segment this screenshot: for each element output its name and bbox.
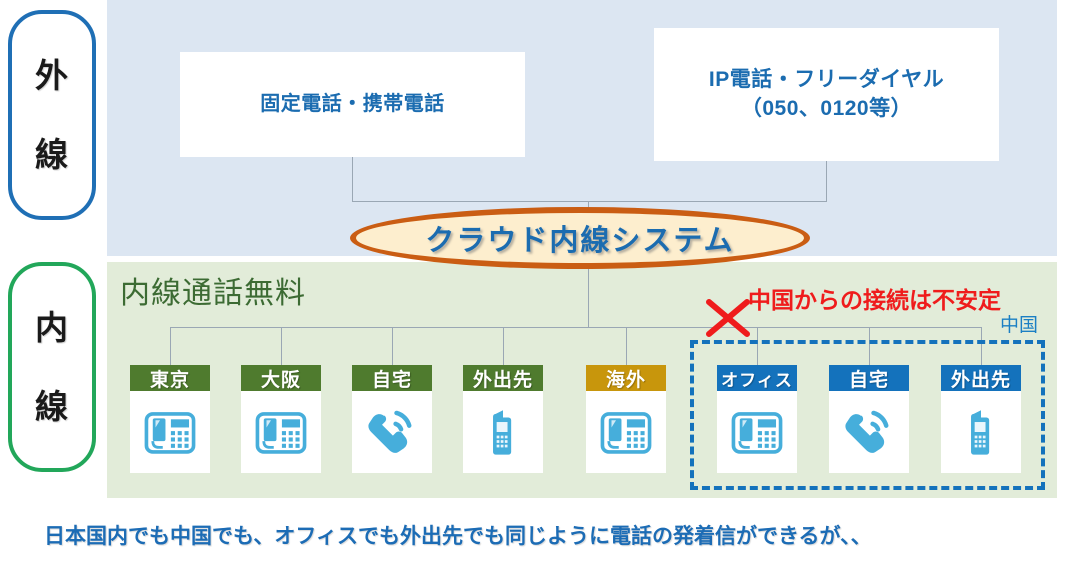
mobile-phone-icon bbox=[493, 410, 512, 455]
device-card-cn-office[interactable]: オフィス bbox=[717, 365, 797, 473]
connector-drop-cn-office bbox=[757, 327, 758, 365]
device-card-caption-cn-office: オフィス bbox=[717, 365, 797, 391]
device-card-cn-outside[interactable]: 外出先 bbox=[941, 365, 1021, 473]
side-label-outer-char-1: 外 bbox=[35, 57, 69, 94]
device-card-caption-cn-outside: 外出先 bbox=[941, 365, 1021, 391]
device-card-caption-tokyo: 東京 bbox=[130, 365, 210, 391]
connector-cloud-down bbox=[588, 269, 589, 327]
handset-waves-icon bbox=[368, 410, 412, 453]
connector-drop-overseas bbox=[626, 327, 627, 365]
china-warning-text: 中国からの接続は不安定 bbox=[748, 287, 1001, 313]
connector-outer-bus bbox=[352, 201, 827, 202]
desk-phone-icon bbox=[731, 412, 783, 454]
side-label-inner-char-2: 線 bbox=[35, 388, 69, 425]
device-card-icon-wrap-cn-office bbox=[717, 391, 797, 473]
device-card-icon-wrap-overseas bbox=[586, 391, 666, 473]
side-label-outer-char-2: 線 bbox=[35, 136, 69, 173]
cloud-pbx-label: クラウド内線システム bbox=[425, 225, 735, 257]
box-ip-phone-label-line2: （050、0120等） bbox=[740, 96, 913, 120]
footer-note: 日本国内でも中国でも、オフィスでも外出先でも同じように電話の発着信ができるが、、 bbox=[44, 525, 872, 548]
device-card-icon-wrap-cn-outside bbox=[941, 391, 1021, 473]
device-card-icon-wrap-outside bbox=[463, 391, 543, 473]
handset-waves-icon bbox=[845, 410, 889, 453]
box-ip-phone: IP電話・フリーダイヤル （050、0120等） bbox=[654, 28, 999, 161]
connector-ip-down bbox=[826, 161, 827, 202]
connector-drop-tokyo bbox=[170, 327, 171, 365]
x-mark-icon bbox=[706, 299, 750, 337]
device-card-icon-wrap-cn-home bbox=[829, 391, 909, 473]
device-card-caption-cn-home: 自宅 bbox=[829, 365, 909, 391]
connector-drop-cn-home bbox=[869, 327, 870, 365]
device-card-caption-outside: 外出先 bbox=[463, 365, 543, 391]
device-card-icon-wrap-osaka bbox=[241, 391, 321, 473]
desk-phone-icon bbox=[144, 412, 196, 454]
connector-distribution-bus bbox=[170, 327, 982, 328]
device-card-caption-overseas: 海外 bbox=[586, 365, 666, 391]
desk-phone-icon bbox=[255, 412, 307, 454]
connector-drop-outside bbox=[503, 327, 504, 365]
device-card-cn-home[interactable]: 自宅 bbox=[829, 365, 909, 473]
inner-section-title: 内線通話無料 bbox=[120, 277, 306, 310]
connector-drop-osaka bbox=[281, 327, 282, 365]
device-card-overseas[interactable]: 海外 bbox=[586, 365, 666, 473]
device-card-osaka[interactable]: 大阪 bbox=[241, 365, 321, 473]
device-card-caption-osaka: 大阪 bbox=[241, 365, 321, 391]
side-label-inner-line: 内 線 bbox=[8, 262, 96, 472]
box-fixed-mobile-label: 固定電話・携帯電話 bbox=[260, 93, 445, 115]
china-region-boundary bbox=[690, 340, 1045, 490]
side-label-inner-char-1: 内 bbox=[35, 309, 69, 346]
connector-fixed-mobile-down bbox=[352, 157, 353, 202]
cloud-pbx-ellipse: クラウド内線システム bbox=[350, 207, 810, 269]
device-card-caption-home: 自宅 bbox=[352, 365, 432, 391]
desk-phone-icon bbox=[600, 412, 652, 454]
device-card-icon-wrap-home bbox=[352, 391, 432, 473]
box-ip-phone-label-line1: IP電話・フリーダイヤル bbox=[708, 68, 945, 92]
device-card-outside[interactable]: 外出先 bbox=[463, 365, 543, 473]
device-card-home[interactable]: 自宅 bbox=[352, 365, 432, 473]
side-label-outer-line: 外 線 bbox=[8, 10, 96, 220]
china-region-label: 中国 bbox=[1000, 315, 1039, 336]
device-card-tokyo[interactable]: 東京 bbox=[130, 365, 210, 473]
connector-drop-home bbox=[392, 327, 393, 365]
connector-drop-cn-outside bbox=[981, 327, 982, 365]
box-fixed-mobile-phone: 固定電話・携帯電話 bbox=[180, 52, 525, 157]
mobile-phone-icon bbox=[971, 410, 990, 455]
device-card-icon-wrap-tokyo bbox=[130, 391, 210, 473]
